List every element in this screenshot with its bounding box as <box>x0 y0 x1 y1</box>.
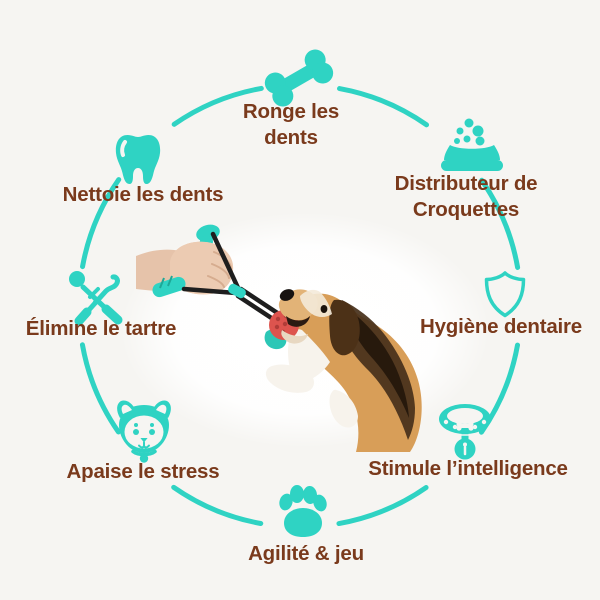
cord-connector <box>228 283 246 299</box>
tooth-icon <box>115 135 161 184</box>
paw-icon <box>279 485 327 537</box>
product-photo <box>136 224 422 452</box>
feature-label-hygiene-dentaire: Hygiène dentaire <box>420 315 582 338</box>
shield-icon <box>484 271 526 318</box>
dental-scaler-icon <box>69 271 123 326</box>
dog-face-icon <box>117 400 171 463</box>
feature-label-ronge-les-dents: Ronge les dents <box>242 100 340 149</box>
food-bowl-icon <box>441 118 503 171</box>
feature-label-elimine-le-tartre: Élimine le tartre <box>25 317 177 340</box>
feature-label-agilite-et-jeu: Agilité & jeu <box>248 542 364 565</box>
bone-icon <box>264 49 334 107</box>
beagle-dog <box>264 289 422 452</box>
feature-label-stimule-intelligence: Stimule l’intelligence <box>368 457 568 480</box>
handle-bottom-grip <box>152 276 186 298</box>
feature-label-distributeur-de-croquettes: Distributeur de Croquettes <box>394 172 538 221</box>
feature-label-apaise-le-stress: Apaise le stress <box>66 460 220 483</box>
collar-icon <box>439 404 491 460</box>
feature-label-nettoie-les-dents: Nettoie les dents <box>62 183 224 206</box>
